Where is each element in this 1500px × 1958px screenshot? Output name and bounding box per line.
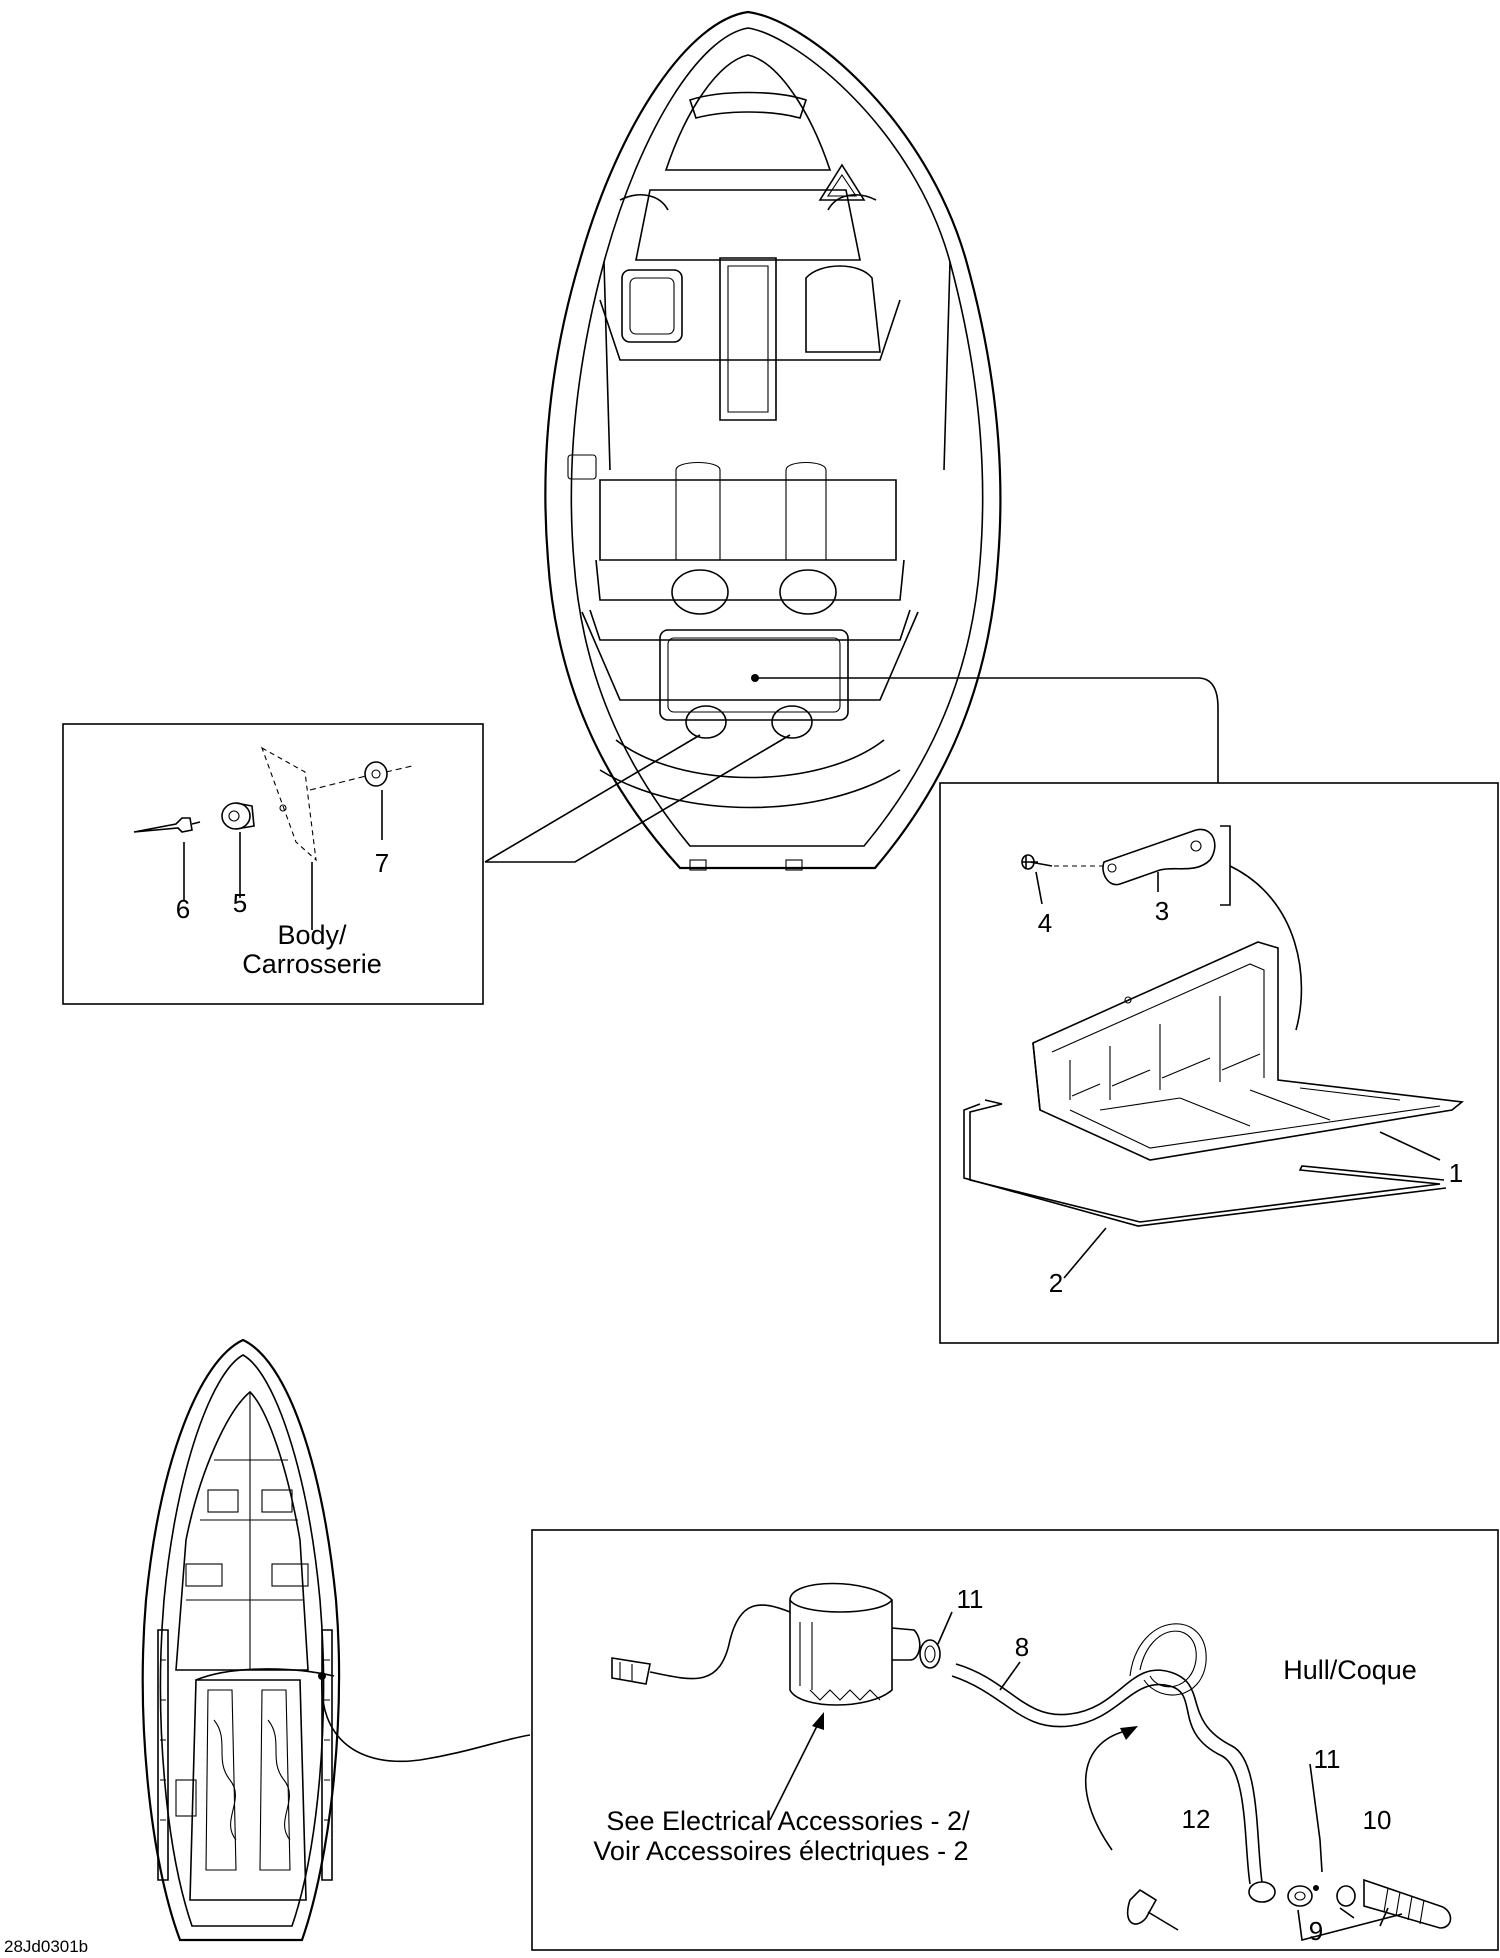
callout-11-upper: 11 — [957, 1584, 984, 1614]
diagram-code: 28Jd0301b — [4, 1937, 88, 1956]
callout-10: 10 — [1363, 1805, 1392, 1835]
caption-see-electrical: See Electrical Accessories - 2/ — [606, 1806, 970, 1836]
callout-1: 1 — [1449, 1158, 1463, 1188]
watercraft-hull-view — [141, 1338, 531, 1942]
callout-6: 6 — [176, 894, 190, 924]
inset-storage-tray: 4 3 1 2 — [939, 782, 1499, 1344]
callout-7: 7 — [375, 848, 389, 878]
callout-2: 2 — [1049, 1268, 1063, 1298]
callout-9: 9 — [1309, 1916, 1323, 1946]
caption-hull: Hull/Coque — [1283, 1655, 1417, 1685]
callout-3: 3 — [1155, 896, 1169, 926]
callout-4: 4 — [1038, 908, 1052, 938]
callout-8: 8 — [1015, 1632, 1029, 1662]
inset-bilge-pump: 11 8 Hull/Coque 11 12 10 9 See Electrica… — [531, 1529, 1499, 1951]
caption-voir-accessoires: Voir Accessoires électriques - 2 — [593, 1836, 968, 1866]
caption-body: Body/ — [277, 920, 347, 950]
callout-12: 12 — [1182, 1804, 1211, 1834]
inset-body-fasteners: 6 5 7 Body/ Carrosserie — [62, 723, 484, 1005]
callout-11-lower: 11 — [1314, 1744, 1341, 1774]
callout-5: 5 — [233, 888, 247, 918]
watercraft-top-view — [484, 10, 1219, 871]
caption-carrosserie: Carrosserie — [242, 949, 382, 979]
